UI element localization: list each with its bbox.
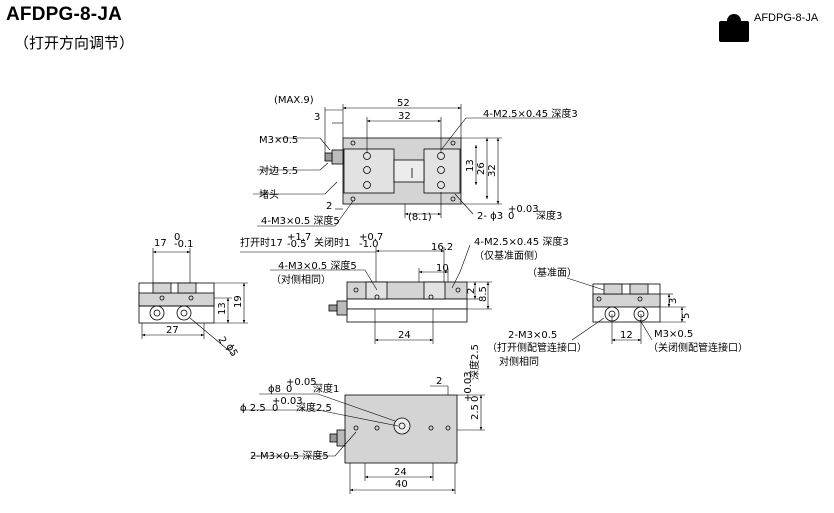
cad-download-icon[interactable]: CAD <box>719 13 749 42</box>
plug-fitting <box>331 149 344 165</box>
front-view <box>328 281 468 323</box>
dimension-label: 深度2.5 <box>468 344 481 380</box>
dimension-label: 对侧相同 <box>499 355 539 368</box>
bottom-view <box>329 394 458 464</box>
dimension-label: 0 <box>508 211 514 222</box>
dimension-label: +0.05 <box>286 377 317 388</box>
dimension-label: （仅基准面侧） <box>474 249 544 262</box>
dimension-label: 关闭时1 <box>314 236 350 249</box>
dimension-label: 4-M2.5×0.45 深度3 <box>474 235 569 248</box>
dimension-label: +0.03 <box>463 371 474 402</box>
dimension-label: 24 <box>398 330 411 341</box>
dimension-label: 16.2 <box>431 242 453 253</box>
dimension-label: 2 <box>215 335 228 346</box>
dimension-label: 0 <box>470 396 481 402</box>
right-view <box>592 283 661 323</box>
right-view-dims <box>566 277 686 344</box>
dimension-label: 40 <box>395 479 408 490</box>
left-view <box>138 282 215 324</box>
dimension-label: 4-M2.5×0.45 深度3 <box>483 107 578 120</box>
dimension-label: 打开时17 <box>240 236 283 249</box>
dimension-label: ϕ8 <box>268 384 281 395</box>
dimension-label: 2-M3×0.5 深度5 <box>250 449 329 462</box>
dimension-label: 堵头 <box>259 188 279 201</box>
model-title: AFDPG-8-JA <box>6 4 123 25</box>
dimension-label: 深度2.5 <box>296 401 332 414</box>
dimension-label: 8.5 <box>478 286 489 302</box>
dimension-label: （关闭侧配管连接口） <box>648 341 748 354</box>
cad-model-code[interactable]: AFDPG-8-JA <box>754 12 819 24</box>
front-view-labels: 打开时17 +1.7 -0.5 关闭时1 +0.7 -1.0 16.2 4-M2… <box>240 232 569 341</box>
dimension-label: (8.1) <box>408 212 432 223</box>
dimension-label: +1.7 <box>287 232 311 243</box>
dimension-label: 2.5 <box>470 404 481 420</box>
left-view-labels: 17 0 -0.1 27 13 19 2 ϕ5 <box>154 232 244 359</box>
dimension-label: 27 <box>166 325 179 336</box>
dimension-label: 0 <box>174 232 180 243</box>
dimension-label: 10 <box>436 263 449 274</box>
dimension-label: 4-M3×0.5 深度5 <box>278 259 357 272</box>
dimension-label: (MAX.9) <box>274 95 314 106</box>
dimension-label: （打开侧配管连接口） <box>487 341 587 354</box>
center-bore <box>393 417 411 435</box>
dimension-label: 深度1 <box>313 382 339 395</box>
bottom-view-labels: ϕ8 +0.05 0 深度1 ϕ 2.5 +0.03 0 深度2.5 2-M3×… <box>240 344 481 490</box>
cad-badge-text: CAD <box>722 30 745 41</box>
dimension-label: ϕ 2.5 <box>240 403 266 414</box>
dimension-label: +0.7 <box>359 232 383 243</box>
dimension-label: 19 <box>233 295 244 308</box>
dimension-label: 2 <box>326 201 332 212</box>
top-view-labels: (MAX.9) 52 32 3 4-M2.5×0.45 深度3 M3×0.5 对… <box>259 95 578 227</box>
dimension-label: 0 <box>272 403 278 414</box>
top-view-dims <box>253 104 561 227</box>
dimension-label: 26 <box>476 162 487 175</box>
dimension-label: 深度3 <box>536 209 562 222</box>
dimension-label: 4-M3×0.5 深度5 <box>261 214 340 227</box>
bottom-view-dims <box>240 385 485 494</box>
dimension-label: 5 <box>681 313 692 319</box>
dimension-label: 3 <box>314 112 320 123</box>
dimension-label: 24 <box>394 467 407 478</box>
dimension-label: 2- ϕ3 <box>477 211 503 222</box>
dimension-label: ϕ5 <box>223 342 239 359</box>
dimension-label: （对侧相同） <box>271 273 331 286</box>
dimension-label: 2 <box>466 288 477 294</box>
dimension-label: 3 <box>668 298 679 304</box>
dimension-label: 12 <box>620 330 633 341</box>
dimension-label: 32 <box>487 164 498 177</box>
dimension-label: M3×0.5 <box>259 135 298 146</box>
front-view-dims <box>240 244 492 344</box>
port-circle <box>149 305 165 321</box>
dimension-label: （基准面） <box>527 266 577 279</box>
model-subtitle: （打开方向调节） <box>14 34 135 52</box>
left-view-dims <box>141 248 248 355</box>
dimension-label: 13 <box>217 302 228 315</box>
dimension-label: +0.03 <box>508 204 539 215</box>
dimension-label: -0.5 <box>287 239 307 250</box>
top-view <box>324 137 462 205</box>
dimension-label: 17 <box>154 238 167 249</box>
dimension-label: 32 <box>398 111 411 122</box>
dimension-label: 2-M3×0.5 <box>508 330 557 341</box>
dimension-label: +0.03 <box>272 396 303 407</box>
right-view-labels: （基准面） 3 5 12 2-M3×0.5 （打开侧配管连接口） 对侧相同 M3… <box>487 266 748 368</box>
dimension-label: -1.0 <box>359 239 379 250</box>
dimension-label: M3×0.5 <box>654 329 693 340</box>
dimension-label: -0.1 <box>174 239 194 250</box>
dimension-label: 13 <box>465 159 476 172</box>
dimension-label: 2 <box>436 376 442 387</box>
dimension-label: 对边 5.5 <box>259 164 298 177</box>
dimension-label: 52 <box>397 98 410 109</box>
dimension-label: 0 <box>286 384 292 395</box>
